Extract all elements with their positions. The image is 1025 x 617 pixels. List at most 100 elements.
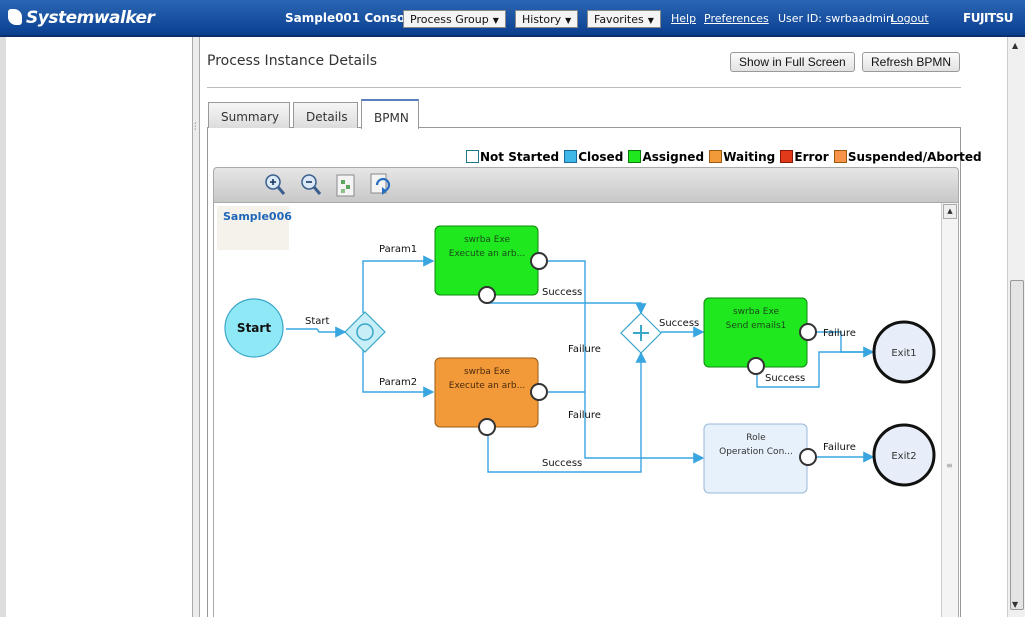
zoom-in-icon[interactable] — [262, 171, 288, 199]
fujitsu-logo-text: FUJITSU — [963, 11, 1013, 25]
page-scroll-thumb[interactable] — [1010, 280, 1024, 610]
diagram-toolbar — [213, 167, 959, 203]
activity-3-line2: Send emails1 — [726, 321, 787, 331]
page-scroll-down-icon[interactable]: ▼ — [1012, 600, 1019, 609]
page-vertical-scrollbar[interactable]: ▲ ▼ — [1007, 37, 1025, 617]
activity-1-boundary-right — [530, 252, 548, 270]
flow-success-top — [488, 302, 647, 315]
exit-event-1[interactable]: Exit1 — [872, 320, 936, 384]
suspended-swatch — [833, 150, 847, 163]
flow-start-to-gateway — [286, 326, 347, 338]
process-name: Sample006 — [223, 210, 292, 223]
activity-operation-control[interactable]: Role Operation Con... — [703, 423, 817, 494]
chevron-down-icon: ▼ — [492, 16, 499, 25]
favorites-menu[interactable]: Favorites▼ — [587, 10, 661, 28]
scroll-up-icon[interactable]: ▲ — [943, 204, 957, 219]
panel-splitter[interactable]: ⫶ — [193, 37, 200, 617]
activity-4-line2: Operation Con... — [719, 447, 793, 457]
splitter-grip-icon: ⫶ — [194, 122, 197, 133]
exit-event-2[interactable]: Exit2 — [872, 423, 936, 487]
sequence-flows — [286, 255, 875, 473]
chevron-down-icon: ▼ — [565, 16, 572, 25]
scroll-grip-icon: ≡ — [946, 461, 953, 470]
label-start-flow: Start — [305, 316, 330, 327]
help-link[interactable]: Help — [671, 12, 697, 25]
process-group-menu-label: Process Group — [410, 13, 489, 26]
activity-send-emails[interactable]: swrba Exe Send emails1 — [703, 297, 817, 375]
legend-suspended-label: Suspended/Aborted — [847, 150, 982, 164]
label-param2: Param2 — [379, 377, 417, 388]
label-param1: Param1 — [379, 244, 417, 255]
activity-4-boundary-right — [799, 448, 817, 466]
tab-bpmn[interactable]: BPMN — [361, 99, 419, 129]
legend-closed-label: Closed — [578, 150, 624, 164]
canvas-vertical-scrollbar[interactable]: ▲ ≡ — [941, 203, 958, 617]
activity-3-boundary-right — [799, 323, 817, 341]
exit-1-label: Exit1 — [891, 348, 916, 359]
bpmn-diagram: Start Param1 Param2 Success Failure Fail… — [224, 225, 936, 494]
flow-success-bottom — [487, 351, 647, 473]
activity-execute-arb-2[interactable]: swrba Exe Execute an arb... — [434, 357, 548, 436]
bpmn-canvas[interactable]: Sample006 Start Param1 Param2 Succe — [213, 203, 959, 617]
activity-3-line1: swrba Exe — [733, 307, 780, 317]
header-divider — [207, 87, 961, 88]
tab-details[interactable]: Details — [293, 102, 358, 128]
label-failure-role: Failure — [823, 442, 856, 453]
process-group-menu[interactable]: Process Group▼ — [403, 10, 506, 28]
activity-2-line1: swrba Exe — [464, 367, 511, 377]
activity-4-line1: Role — [746, 433, 766, 443]
legend-closed: Closed — [564, 150, 623, 164]
label-success-bottom: Success — [542, 458, 582, 469]
activity-execute-arb-1[interactable]: swrba Exe Execute an arb... — [434, 225, 548, 304]
label-failure-top: Failure — [568, 344, 601, 355]
chevron-down-icon: ▼ — [647, 16, 654, 25]
tab-panel — [207, 127, 961, 617]
label-success-send: Success — [765, 373, 805, 384]
systemwalker-logo-icon — [8, 9, 22, 25]
activity-1-line1: swrba Exe — [464, 235, 511, 245]
split-gateway[interactable] — [344, 311, 386, 353]
legend-assigned: Assigned — [628, 150, 704, 164]
legend-error: Error — [780, 150, 829, 164]
closed-swatch — [564, 150, 578, 163]
show-full-screen-button[interactable]: Show in Full Screen — [730, 52, 855, 72]
activity-2-boundary-bottom — [478, 418, 496, 436]
reset-view-icon[interactable] — [368, 171, 394, 199]
preferences-link[interactable]: Preferences — [704, 12, 769, 25]
label-success-join: Success — [659, 318, 699, 329]
join-gateway[interactable] — [620, 312, 662, 354]
status-legend: Not Started Closed Assigned Waiting Erro… — [466, 150, 983, 164]
label-failure-send: Failure — [823, 328, 856, 339]
legend-not-started: Not Started — [466, 150, 559, 164]
start-event[interactable]: Start — [224, 298, 284, 358]
legend-suspended: Suspended/Aborted — [833, 150, 982, 164]
tab-summary[interactable]: Summary — [208, 102, 290, 128]
error-swatch — [780, 150, 794, 163]
not-started-swatch — [466, 150, 479, 163]
zoom-out-icon[interactable] — [298, 171, 324, 199]
logout-link[interactable]: Logout — [891, 12, 929, 25]
refresh-bpmn-button[interactable]: Refresh BPMN — [862, 52, 961, 72]
process-name-label: Sample006 — [217, 206, 292, 250]
activity-2-boundary-right — [530, 383, 548, 401]
page-scroll-up-icon[interactable]: ▲ — [1012, 41, 1019, 50]
legend-assigned-label: Assigned — [642, 150, 705, 164]
top-navigation-bar: Systemwalker Sample001 Console Process G… — [0, 0, 1025, 37]
legend-waiting-label: Waiting — [723, 150, 776, 164]
history-menu[interactable]: History▼ — [515, 10, 579, 28]
systemwalker-logo: Systemwalker — [8, 8, 155, 28]
fit-to-page-icon[interactable] — [333, 171, 359, 199]
activity-3-boundary-bottom — [747, 357, 765, 375]
label-success-top: Success — [542, 287, 582, 298]
start-event-label: Start — [237, 321, 271, 335]
console-title: Sample001 Console — [285, 11, 418, 25]
page-title: Process Instance Details — [207, 53, 378, 69]
activity-2-line2: Execute an arb... — [449, 381, 525, 391]
waiting-swatch — [709, 150, 723, 163]
exit-2-label: Exit2 — [891, 451, 916, 462]
history-menu-label: History — [522, 13, 562, 26]
left-navigation-panel — [0, 37, 193, 617]
user-id-label: User ID: swrbaadmin — [778, 12, 893, 25]
flow-success-send — [756, 351, 873, 388]
legend-error-label: Error — [794, 150, 829, 164]
